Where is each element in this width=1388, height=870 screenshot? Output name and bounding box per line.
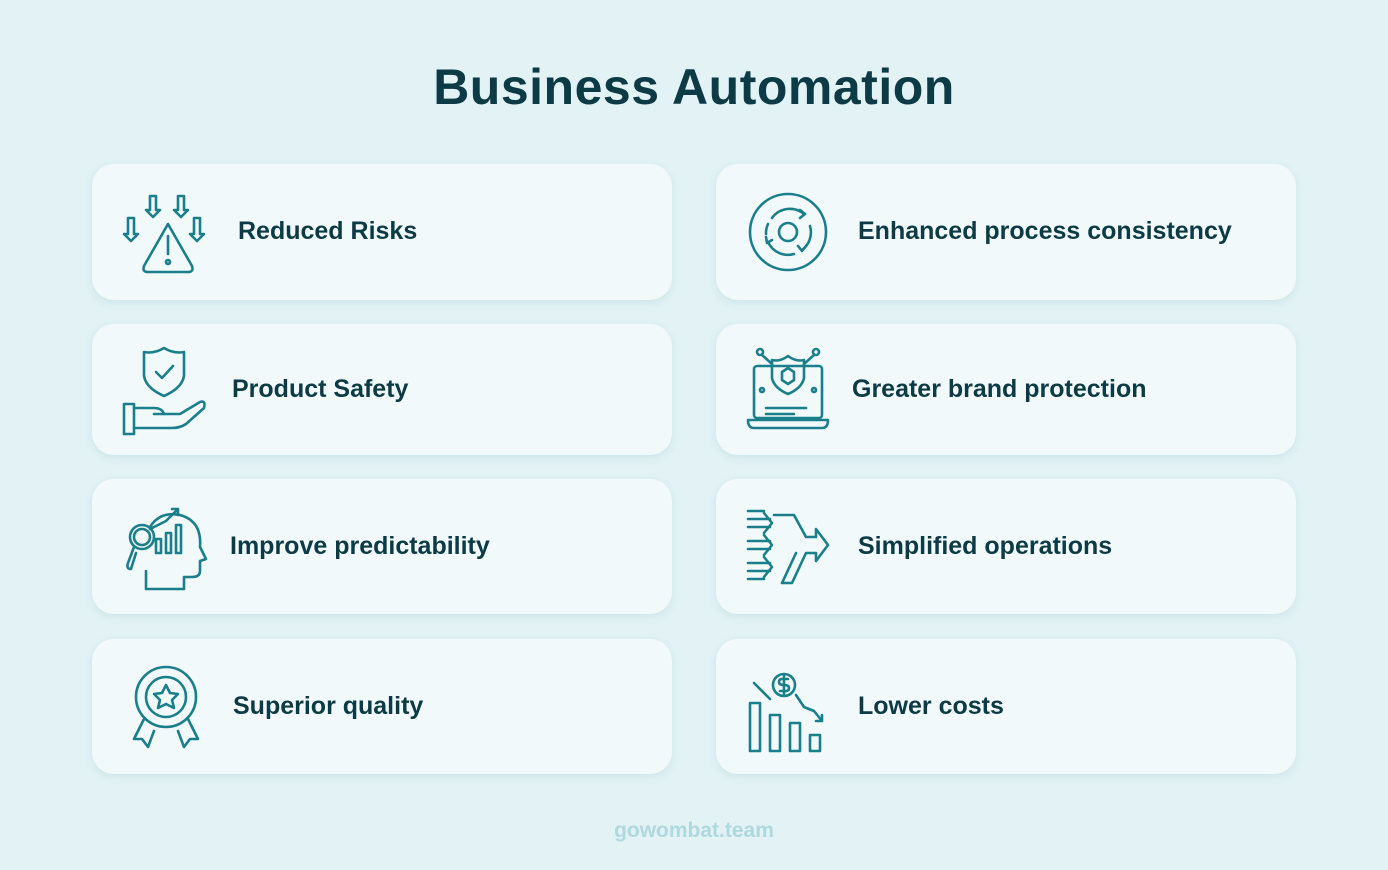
falling-cost-chart-icon (744, 659, 840, 755)
card-process-consistency: Enhanced process consistency (716, 164, 1296, 300)
card-label: Simplified operations (858, 531, 1113, 560)
laptop-shield-icon (744, 342, 840, 438)
card-product-safety: Product Safety (92, 324, 672, 455)
warning-arrows-icon (120, 184, 216, 280)
card-label: Greater brand protection (852, 374, 1147, 403)
card-lower-costs: Lower costs (716, 639, 1296, 774)
card-simplified-operations: Simplified operations (716, 479, 1296, 614)
footer-brand: gowombat.team (614, 819, 774, 842)
cycle-icon (744, 184, 840, 280)
card-label: Superior quality (233, 691, 424, 720)
merging-arrows-icon (744, 499, 840, 595)
card-reduced-risks: Reduced Risks (92, 164, 672, 300)
hand-shield-icon (120, 342, 216, 438)
card-superior-quality: Superior quality (92, 639, 672, 774)
card-label: Reduced Risks (238, 216, 418, 245)
card-label: Enhanced process consistency (858, 216, 1232, 245)
award-star-icon (120, 659, 216, 755)
card-predictability: Improve predictability (92, 479, 672, 614)
head-analytics-icon (120, 499, 216, 595)
card-label: Product Safety (232, 374, 409, 403)
card-brand-protection: Greater brand protection (716, 324, 1296, 455)
page-title: Business Automation (433, 59, 955, 115)
card-label: Improve predictability (230, 531, 490, 560)
card-label: Lower costs (858, 691, 1004, 720)
